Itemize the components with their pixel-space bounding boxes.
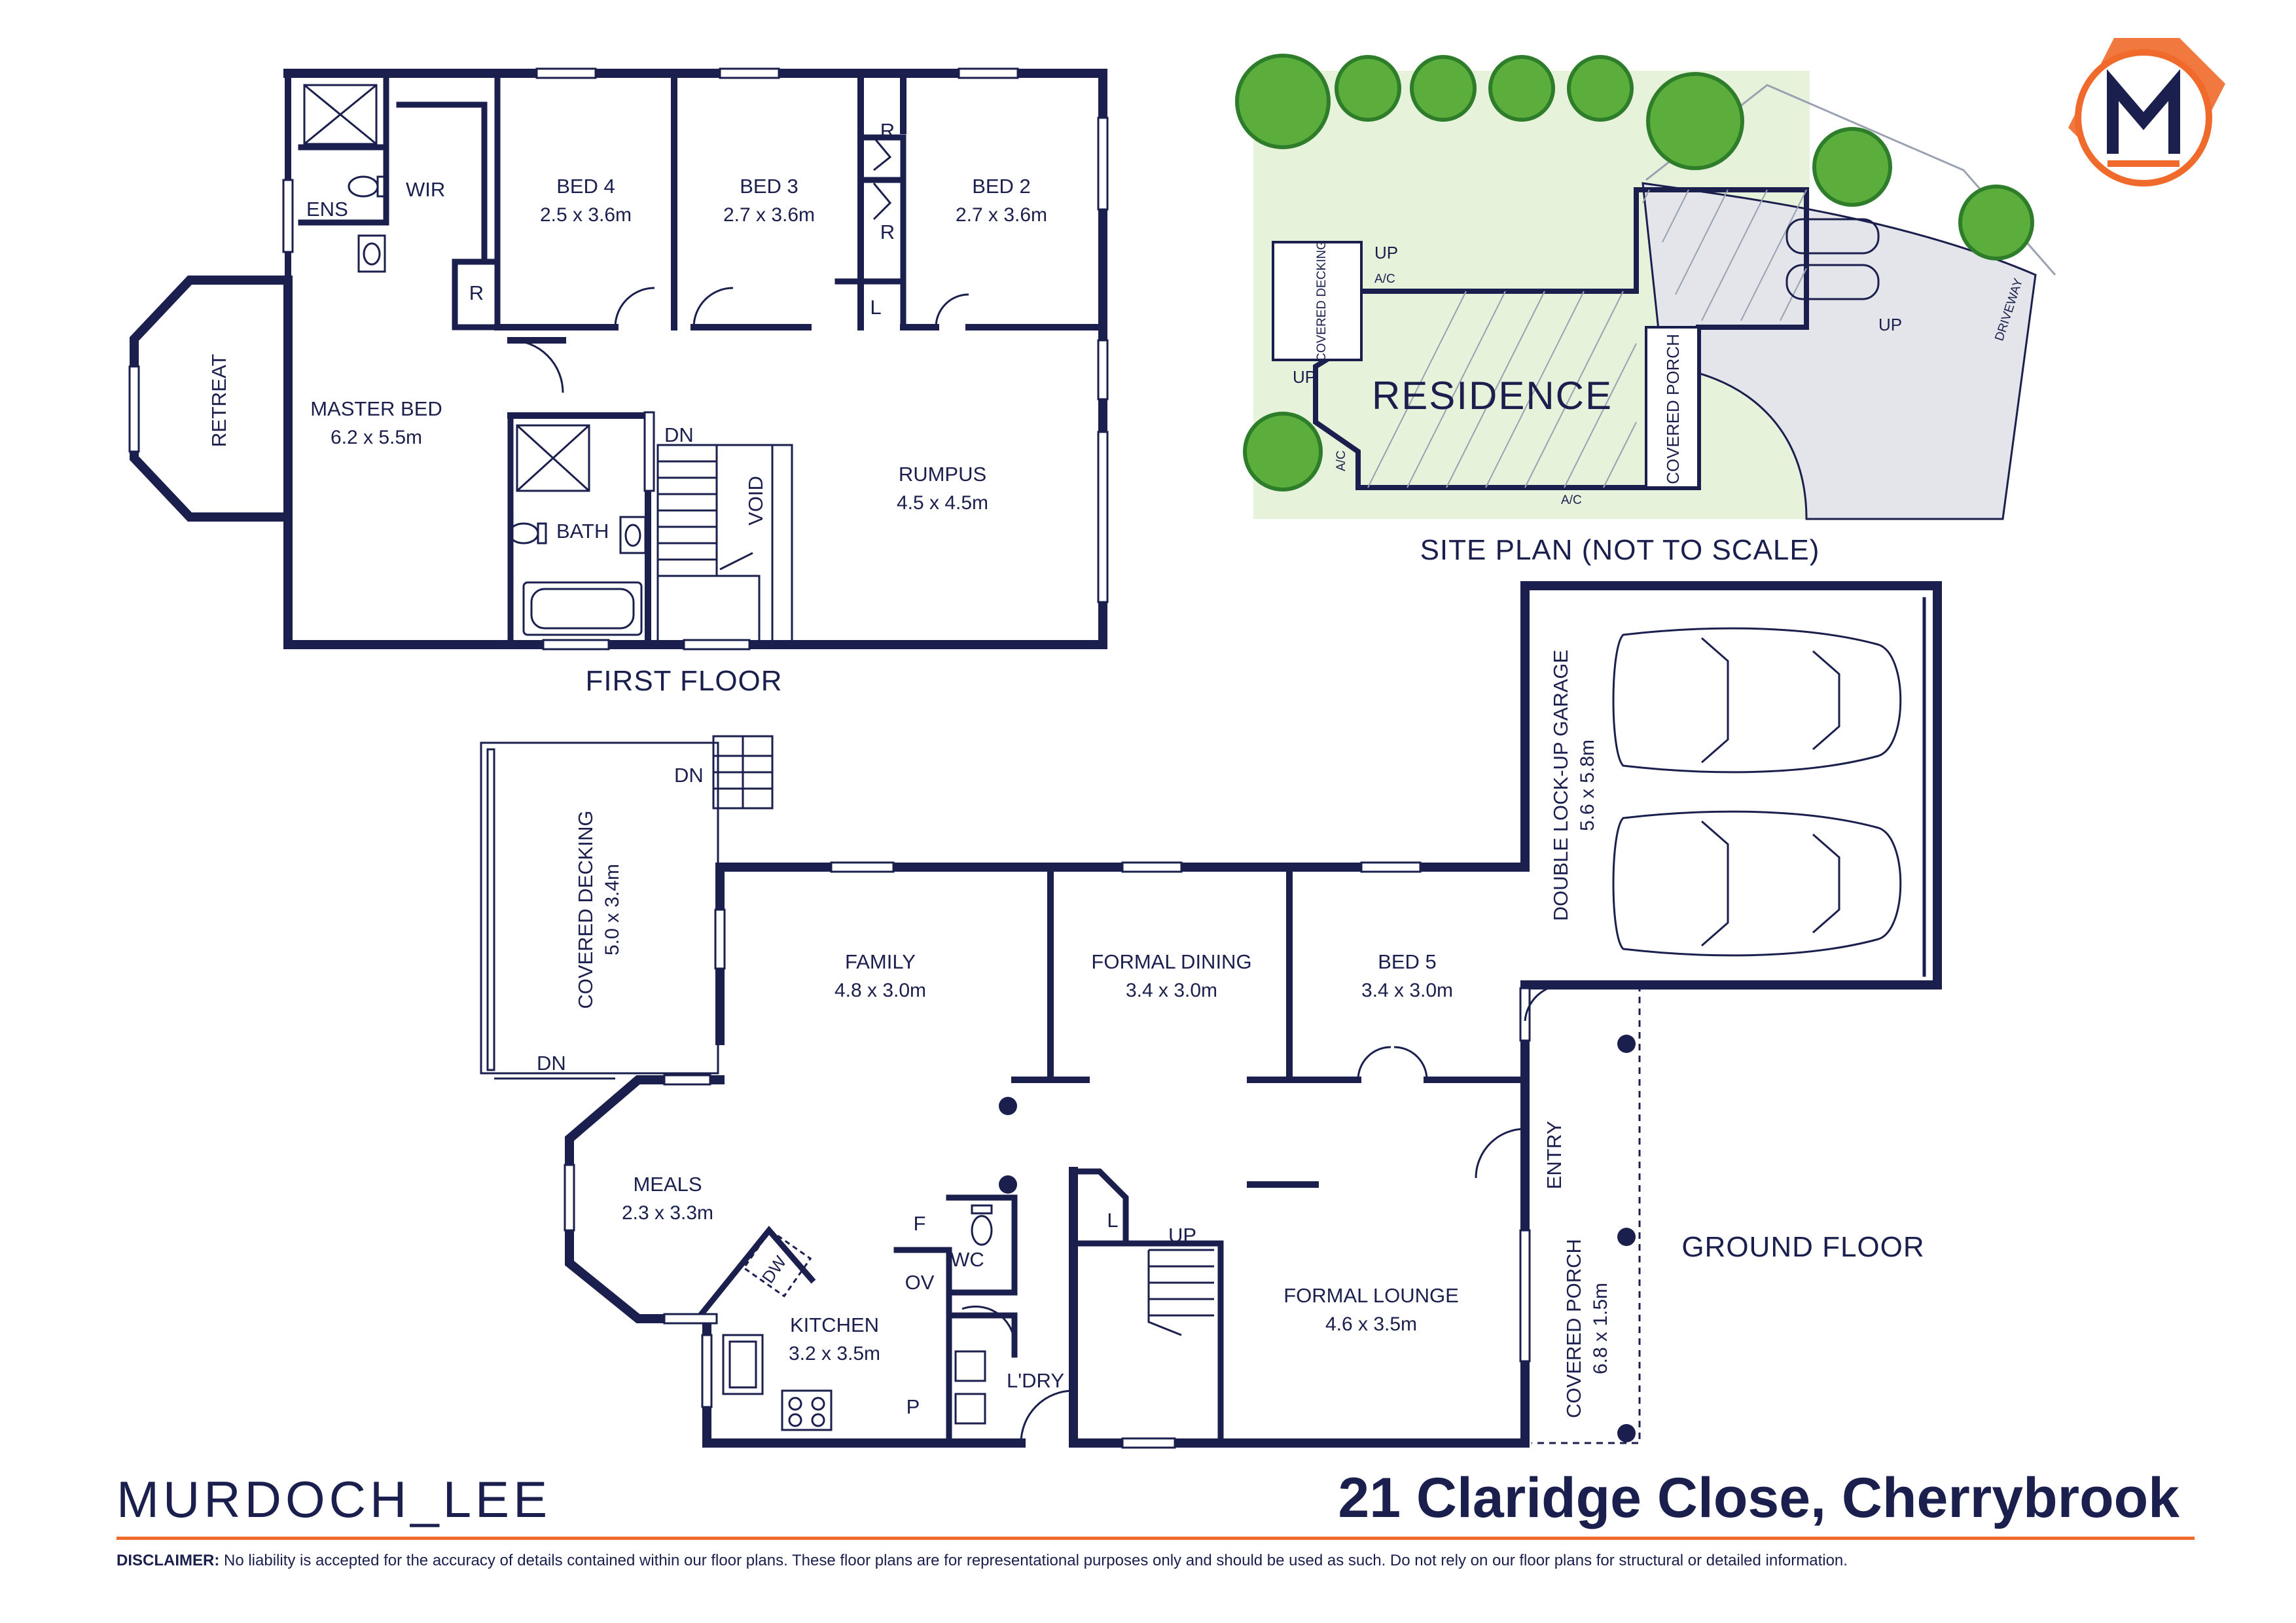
stove-icon <box>781 1389 833 1431</box>
room-label-void: VOID <box>744 476 767 526</box>
site-covered-porch-label: COVERED PORCH <box>1663 334 1683 484</box>
ground-floor-doors <box>961 984 1565 1444</box>
room-dim-lounge: 4.6 x 3.5m <box>1325 1313 1417 1335</box>
room-label-entry: ENTRY <box>1543 1121 1566 1190</box>
site-ac-label: A/C <box>1335 450 1348 471</box>
site-plan: RESIDENCE COVERED DECKING COVERED PORCH … <box>1235 54 2056 566</box>
room-dim-decking: 5.0 x 3.4m <box>601 864 623 955</box>
site-residence-label: RESIDENCE <box>1372 374 1613 418</box>
room-label-bed5: BED 5 <box>1378 950 1437 973</box>
room-label-wir: WIR <box>406 178 445 201</box>
stair-label-dn: DN <box>664 423 694 446</box>
site-ac-label: A/C <box>1561 493 1582 507</box>
toilet-icon <box>971 1204 993 1246</box>
room-label-laundry: L'DRY <box>1007 1369 1064 1392</box>
deck-stair <box>712 735 774 810</box>
room-label-family: FAMILY <box>845 950 916 973</box>
room-label-dining: FORMAL DINING <box>1091 950 1251 973</box>
room-label-lounge: FORMAL LOUNGE <box>1283 1284 1459 1307</box>
room-label-kitchen: KITCHEN <box>790 1313 879 1336</box>
stair-label-up: UP <box>1168 1224 1196 1247</box>
room-dim-bed5: 3.4 x 3.0m <box>1361 980 1453 1001</box>
robe-label: R <box>880 119 895 142</box>
room-label-garage: DOUBLE LOCK-UP GARAGE <box>1549 650 1572 921</box>
shower-icon <box>516 424 590 492</box>
basin-icon <box>357 234 647 554</box>
oven-label: OV <box>905 1271 935 1294</box>
first-floor-windows <box>128 67 1109 651</box>
first-floor-caption: FIRST FLOOR <box>585 665 782 697</box>
first-floor-plan: ENS WIR BED 4 2.5 x 3.6m BED 3 2.7 x 3.6… <box>128 67 1109 697</box>
room-dim-kitchen: 3.2 x 3.5m <box>789 1343 880 1364</box>
room-label-porch: COVERED PORCH <box>1562 1239 1585 1418</box>
room-dim-meals: 2.3 x 3.3m <box>622 1202 713 1224</box>
room-dim-bed4: 2.5 x 3.6m <box>540 204 632 226</box>
disclaimer-text: No liability is accepted for the accurac… <box>224 1552 1848 1569</box>
room-dim-bed2: 2.7 x 3.6m <box>956 204 1047 226</box>
disclaimer: DISCLAIMER: No liability is accepted for… <box>117 1552 1848 1569</box>
room-label-bed3: BED 3 <box>740 175 798 198</box>
basin-icon <box>954 1350 986 1425</box>
site-covered-decking-label: COVERED DECKING <box>1315 240 1329 362</box>
room-dim-bed3: 2.7 x 3.6m <box>723 204 815 226</box>
porch-columns <box>999 1035 1636 1442</box>
site-up-label: UP <box>1293 367 1316 387</box>
toilet-icon <box>348 175 547 544</box>
ground-floor-windows <box>564 861 1531 1449</box>
ground-floor-stair <box>1147 1249 1214 1336</box>
shower-icon <box>303 84 378 145</box>
pantry-label: P <box>906 1395 920 1418</box>
room-label-retreat: RETREAT <box>207 354 230 447</box>
robe-label: R <box>880 221 895 243</box>
room-label-bath: BATH <box>556 520 609 543</box>
site-ac-label: A/C <box>1374 272 1395 286</box>
disclaimer-label: DISCLAIMER: <box>117 1552 219 1569</box>
residence-hatch <box>1367 189 1807 488</box>
room-label-decking: COVERED DECKING <box>574 810 597 1008</box>
linen-label: L <box>1107 1209 1118 1232</box>
room-dim-porch: 6.8 x 1.5m <box>1590 1283 1611 1374</box>
room-dim-family: 4.8 x 3.0m <box>834 980 926 1001</box>
sink-icon <box>722 1334 764 1395</box>
room-label-rumpus: RUMPUS <box>899 463 986 486</box>
first-floor-doors <box>510 287 969 393</box>
driveway-area <box>1641 182 2037 520</box>
logo-m-icon <box>2068 38 2225 187</box>
car-icon <box>1785 218 1880 300</box>
dishwasher-icon <box>742 1229 812 1298</box>
ground-floor-caption: GROUND FLOOR <box>1681 1231 1924 1263</box>
bath-icon <box>522 581 643 636</box>
robe-label: R <box>469 281 484 304</box>
fridge-label: F <box>914 1212 926 1235</box>
footer: MURDOCH_LEE 21 Claridge Close, Cherrybro… <box>117 1467 2195 1569</box>
brand-wordmark: MURDOCH_LEE <box>117 1471 551 1528</box>
site-plan-caption: SITE PLAN (NOT TO SCALE) <box>1420 534 1820 566</box>
linen-label: L <box>870 296 881 319</box>
property-address: 21 Claridge Close, Cherrybrook <box>1338 1467 2179 1529</box>
room-dim-dining: 3.4 x 3.0m <box>1126 980 1217 1001</box>
room-label-bed4: BED 4 <box>556 175 615 198</box>
stair-label-dn: DN <box>674 764 704 787</box>
room-dim-rumpus: 4.5 x 4.5m <box>897 492 988 514</box>
stair-label-dn: DN <box>537 1052 566 1075</box>
tree-icon <box>1235 54 2034 491</box>
room-label-wc: WC <box>950 1248 984 1271</box>
room-dim-master: 6.2 x 5.5m <box>331 427 422 448</box>
room-label-meals: MEALS <box>633 1173 702 1196</box>
site-up-label: UP <box>1878 315 1902 334</box>
room-dim-garage: 5.6 x 5.8m <box>1577 740 1598 831</box>
room-label-bed2: BED 2 <box>972 175 1031 198</box>
site-up-label: UP <box>1374 243 1398 262</box>
room-label-ens: ENS <box>306 198 348 221</box>
room-label-master: MASTER BED <box>310 397 442 420</box>
car-icon <box>1612 627 1902 957</box>
ground-floor-plan: COVERED DECKING 5.0 x 3.4m DN DN FAMILY … <box>480 581 1942 1449</box>
